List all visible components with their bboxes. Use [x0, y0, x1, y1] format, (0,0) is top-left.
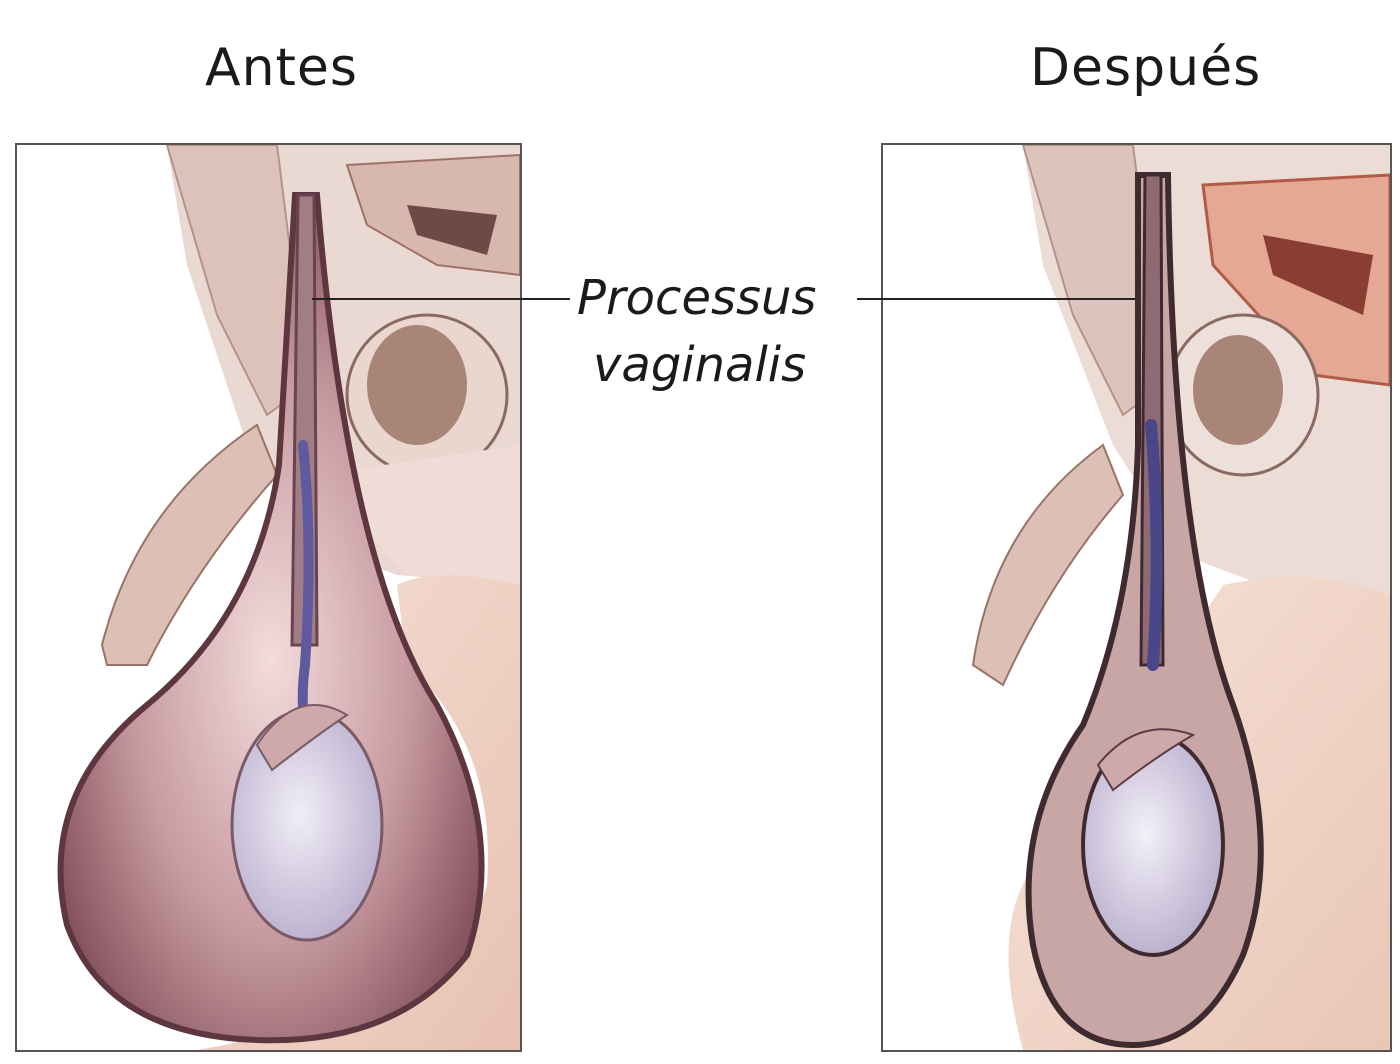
- pubic-bone-marrow: [367, 325, 467, 445]
- penis: [971, 443, 1125, 687]
- illustration-before: [15, 143, 522, 1052]
- title-after: Después: [1030, 38, 1262, 98]
- bowel-lumen: [407, 205, 497, 255]
- epididymis: [1096, 728, 1196, 792]
- bowel-lumen: [1263, 235, 1373, 315]
- label-processus: Processus: [577, 270, 817, 326]
- title-before: Antes: [205, 38, 359, 98]
- leader-line-left: [312, 298, 570, 300]
- spermatic-vessels: [1145, 419, 1163, 671]
- thigh-skin: [197, 575, 520, 1050]
- label-vaginalis: vaginalis: [593, 337, 807, 393]
- anatomy-before-drawing: [57, 145, 520, 1050]
- fat-tissue: [317, 445, 520, 585]
- illustration-after: [881, 143, 1392, 1052]
- pubic-bone-marrow: [1193, 335, 1283, 445]
- leader-line-right: [857, 298, 1135, 300]
- anatomy-after-drawing: [971, 145, 1390, 1050]
- epididymis: [255, 704, 349, 772]
